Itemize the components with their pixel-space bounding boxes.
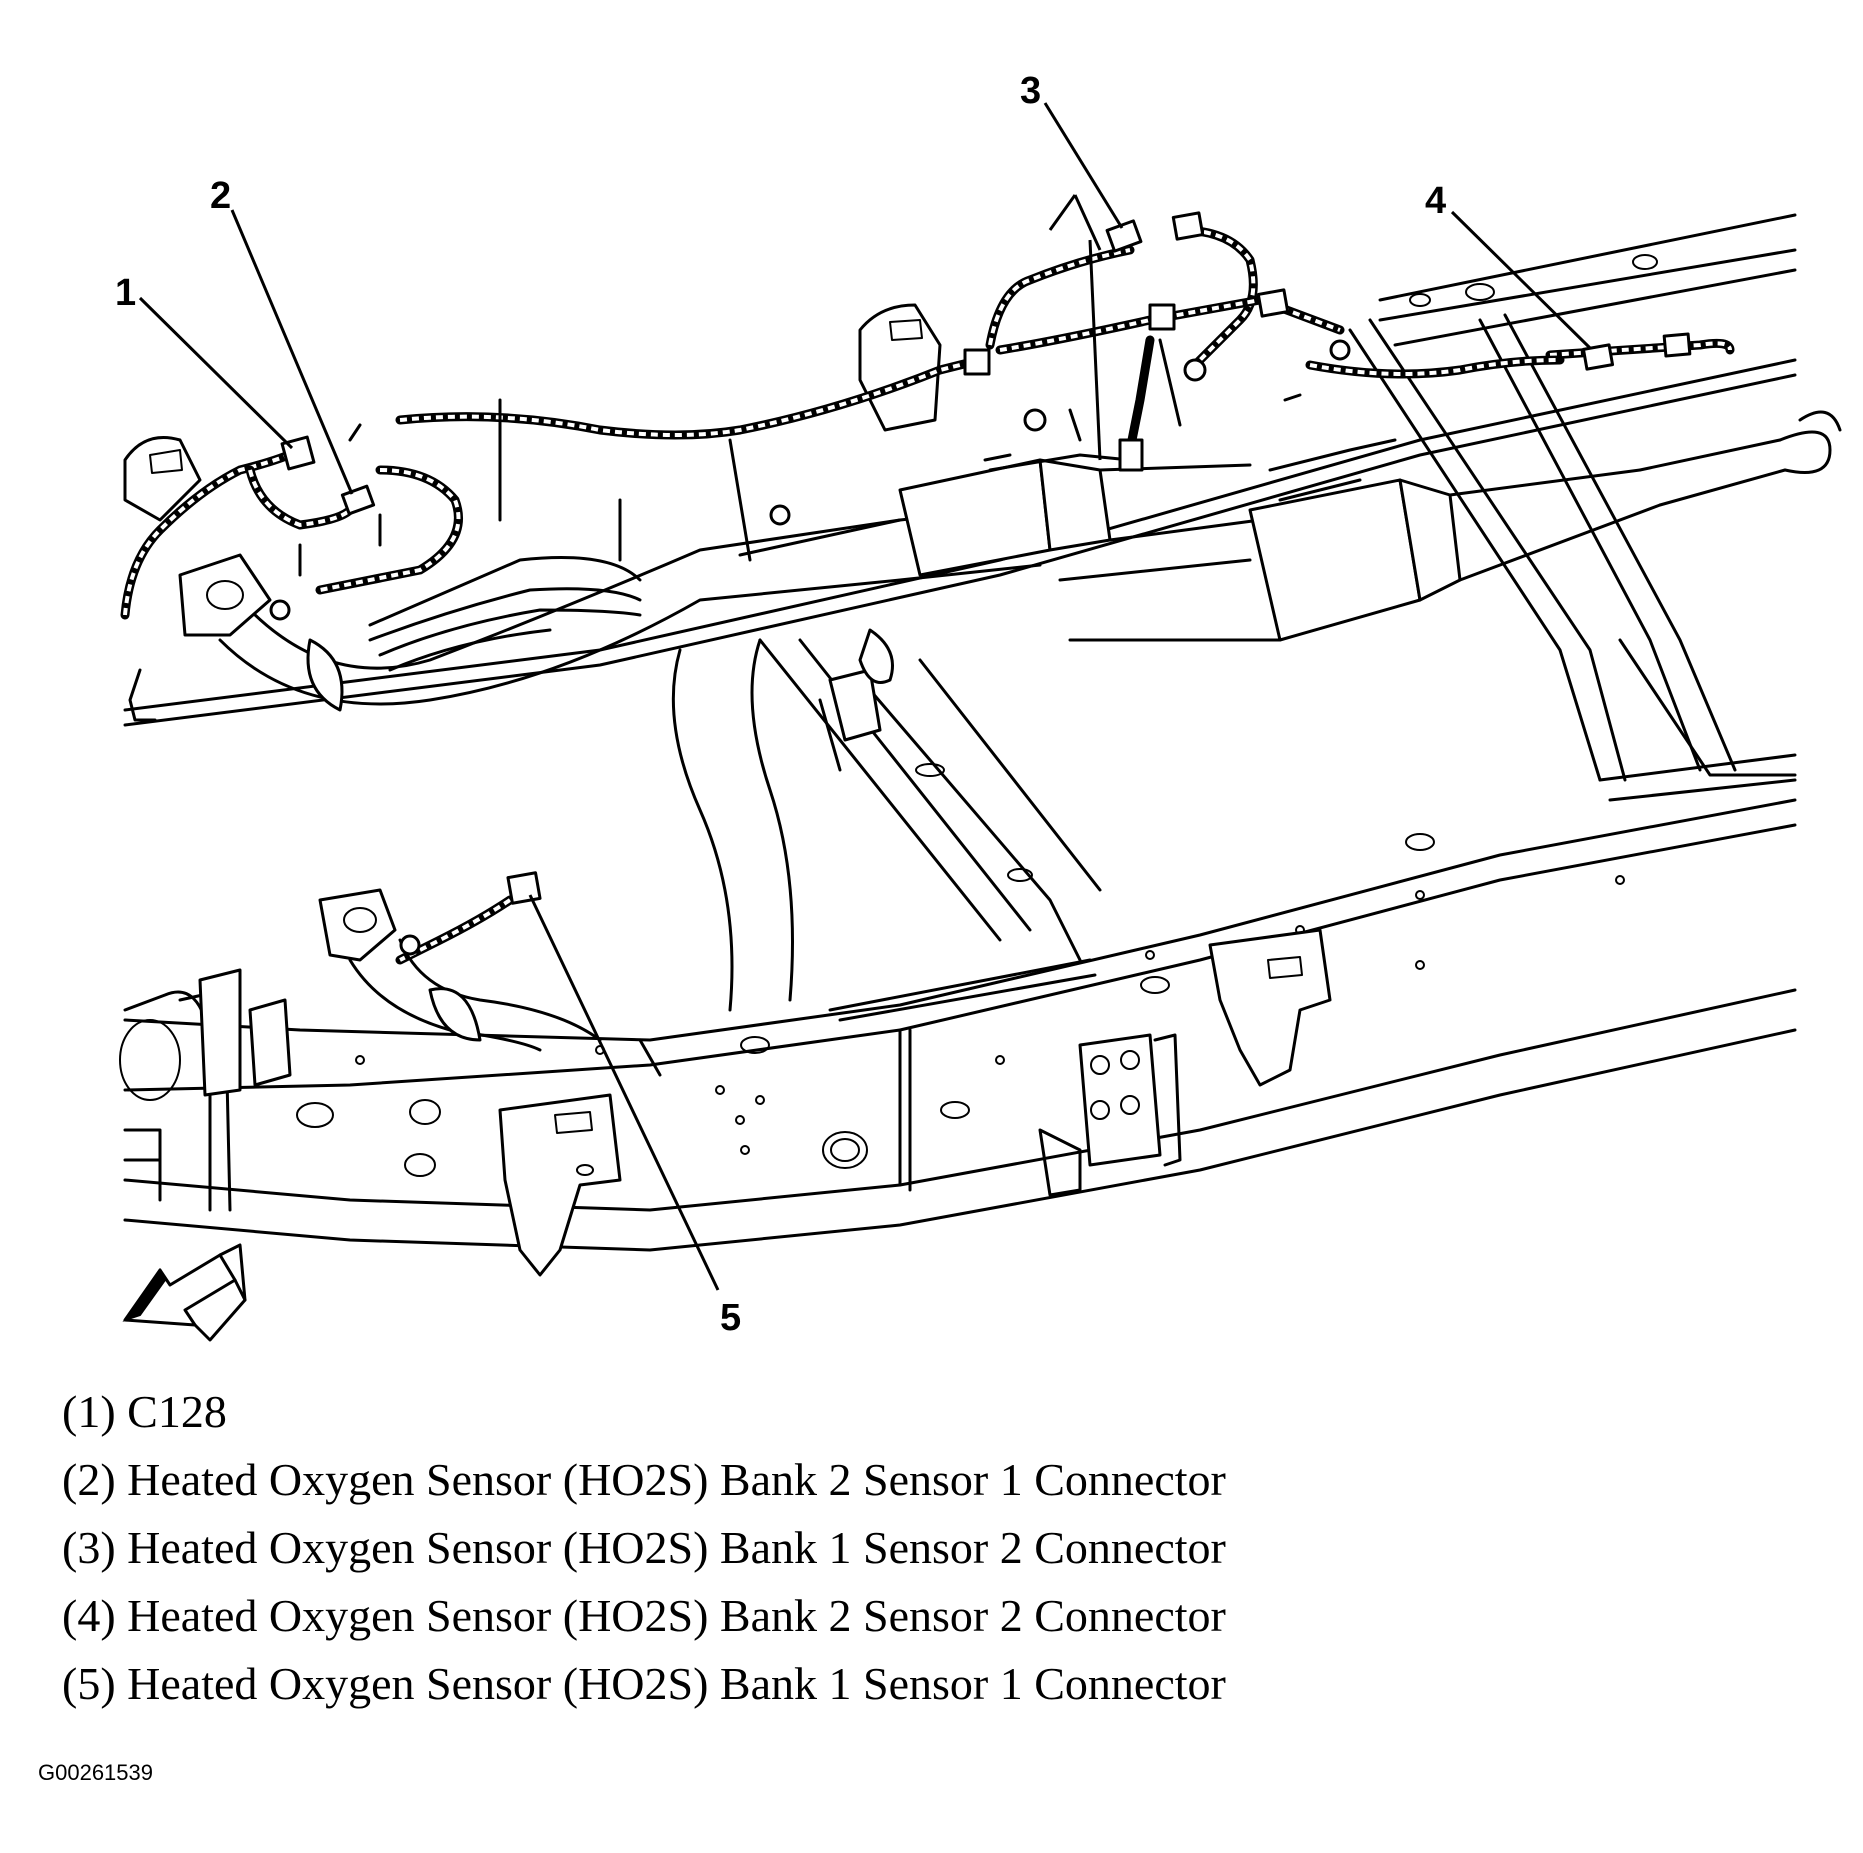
main-frame-rail: [119, 798, 1797, 1277]
figure-id: G00261539: [38, 1760, 153, 1785]
callout-3: 3: [1020, 70, 1041, 112]
legend-item-2: (2) Heated Oxygen Sensor (HO2S) Bank 2 S…: [62, 1454, 1226, 1505]
callout-2: 2: [210, 175, 231, 217]
callout-4: 4: [1425, 180, 1446, 222]
callout-5: 5: [720, 1297, 741, 1339]
exhaust-harness-illustration: 1 2 3 4 5: [115, 70, 1842, 1342]
callouts: 1 2 3 4 5: [115, 70, 1592, 1339]
transmission-tunnel: [671, 628, 1102, 1022]
diagonal-crossmember: [1348, 313, 1797, 802]
callout-1: 1: [115, 272, 136, 314]
legend-item-4: (4) Heated Oxygen Sensor (HO2S) Bank 2 S…: [62, 1590, 1226, 1641]
connectors: [269, 211, 1692, 956]
legend-item-5: (5) Heated Oxygen Sensor (HO2S) Bank 1 S…: [62, 1658, 1226, 1709]
upper-brackets: [123, 303, 942, 722]
exhaust-system: [178, 438, 1662, 1052]
legend-item-1: (1) C128: [62, 1386, 227, 1437]
front-direction-arrow-icon: [122, 1243, 247, 1342]
wiring-harness: [120, 225, 1735, 965]
legend-item-3: (3) Heated Oxygen Sensor (HO2S) Bank 1 S…: [62, 1522, 1226, 1573]
legend: (1) C128 (2) Heated Oxygen Sensor (HO2S)…: [62, 1378, 1462, 1718]
